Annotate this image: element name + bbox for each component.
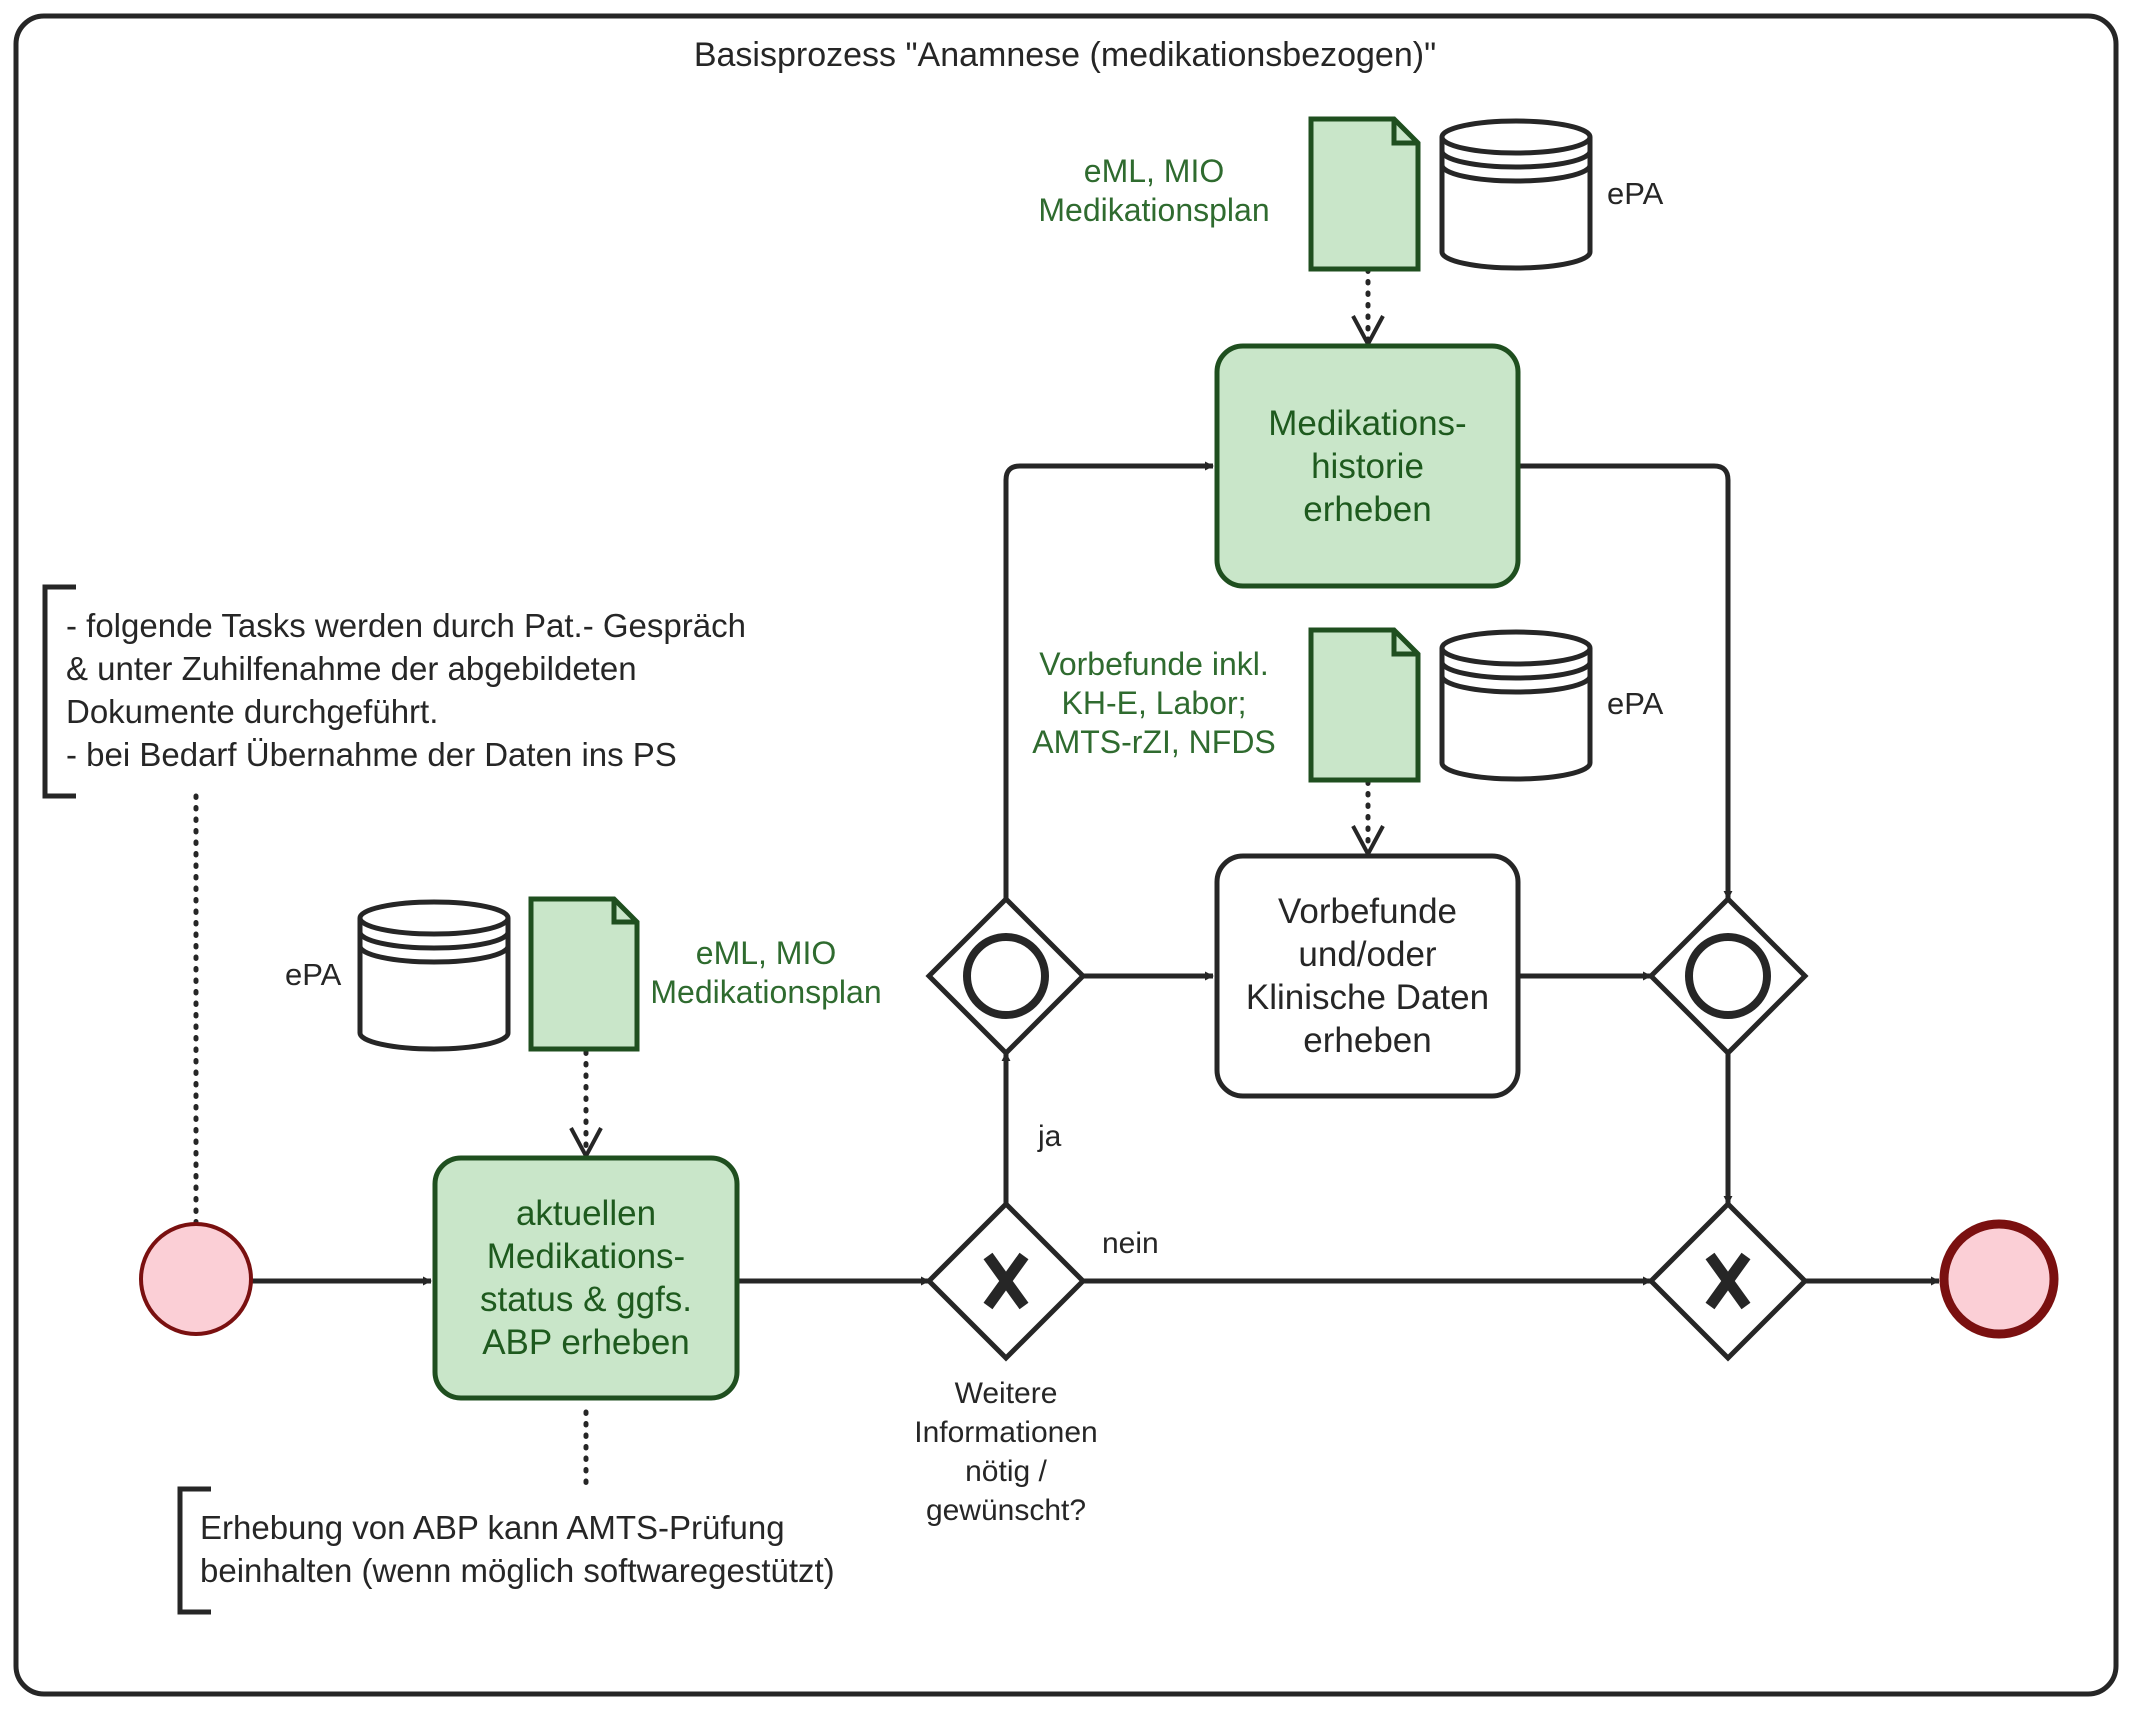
annotation-bracket-abp-note [177, 1486, 211, 1615]
circle-icon [963, 933, 1049, 1019]
data-object-current[interactable] [528, 896, 640, 1052]
x-icon [1705, 1252, 1751, 1310]
task-history-line: Medikations- [1268, 403, 1467, 443]
decision-question-line: Informationen [914, 1416, 1098, 1449]
task-history-line: erheben [1303, 489, 1432, 529]
flow-label-yes: ja [1038, 1120, 1062, 1153]
decision-question-line: gewünscht? [925, 1494, 1087, 1527]
data-store-current[interactable] [357, 899, 511, 1052]
process-note-line: & unter Zuhilfenahme der abgebildeten [66, 650, 637, 687]
annotation-bracket-process-note [42, 584, 76, 799]
x-icon [983, 1252, 1029, 1310]
task-findings-clinical-data[interactable] [1214, 853, 1521, 1099]
data-store-findings[interactable] [1439, 629, 1593, 782]
decision-question-label: Weitere Informationen nötig / gewünscht? [866, 1374, 1146, 1530]
task-current-status-line: ABP erheben [482, 1323, 690, 1362]
associations [193, 267, 1371, 1493]
task-findings-line: Vorbefunde [1277, 892, 1458, 931]
doc-label-line: KH-E, Labor; [1061, 685, 1247, 721]
xor-gateway-decision[interactable] [925, 1200, 1087, 1362]
task-current-status-line: Medikations- [486, 1237, 686, 1276]
xor-gateway-merge[interactable] [1647, 1200, 1809, 1362]
process-note-text: - folgende Tasks werden durch Pat.- Gesp… [66, 604, 746, 776]
data-store-history-label: ePA [1607, 176, 1664, 211]
data-store-findings-label: ePA [1607, 686, 1664, 721]
data-object-findings-label: Vorbefunde inkl. KH-E, Labor; AMTS-rZI, … [1019, 645, 1289, 762]
diagram-title: Basisprozess "Anamnese (medikationsbezog… [693, 36, 1437, 74]
circle-icon [1685, 933, 1771, 1019]
task-current-status-label: aktuellen Medikations- status & ggfs. AB… [435, 1158, 737, 1398]
task-history-label: Medikations- historie erheben [1217, 346, 1518, 586]
sequence-flows [251, 461, 1940, 1286]
doc-label-line: eML, MIO [695, 935, 837, 971]
flow-history-to-join [1518, 463, 1733, 900]
start-event[interactable] [139, 1222, 253, 1336]
data-object-history[interactable] [1308, 116, 1421, 272]
doc-label-line: eML, MIO [1083, 153, 1225, 189]
task-history-line: historie [1311, 446, 1424, 486]
doc-label-line: Vorbefunde inkl. [1039, 646, 1269, 682]
task-current-status-line: status & ggfs. [479, 1280, 693, 1319]
abp-note-text: Erhebung von ABP kann AMTS-Prüfung beinh… [200, 1506, 835, 1592]
data-store-current-label: ePA [285, 957, 342, 992]
data-object-findings[interactable] [1308, 627, 1421, 783]
task-medication-history[interactable] [1214, 343, 1521, 589]
inclusive-gateway-split[interactable] [925, 895, 1087, 1057]
process-note-line: Dokumente durchgeführt. [66, 693, 439, 730]
doc-label-line: Medikationsplan [1038, 192, 1270, 228]
end-event[interactable] [1939, 1219, 2059, 1339]
task-findings-label: Vorbefunde und/oder Klinische Daten erhe… [1217, 856, 1518, 1096]
data-object-history-label: eML, MIO Medikationsplan [1024, 152, 1284, 230]
process-note-line: - folgende Tasks werden durch Pat.- Gesp… [66, 607, 746, 644]
flow-split-to-history [1003, 461, 1214, 899]
task-findings-line: Klinische Daten [1245, 978, 1490, 1017]
abp-note-line: Erhebung von ABP kann AMTS-Prüfung [200, 1509, 785, 1546]
decision-question-line: Weitere [954, 1377, 1058, 1410]
decision-question-line: nötig / [965, 1455, 1047, 1488]
flow-label-no: nein [1102, 1227, 1159, 1260]
process-note-line: - bei Bedarf Übernahme der Daten ins PS [66, 736, 677, 773]
data-store-history[interactable] [1439, 118, 1593, 271]
task-current-status[interactable] [432, 1155, 740, 1401]
doc-label-line: AMTS-rZI, NFDS [1032, 724, 1276, 760]
abp-note-line: beinhalten (wenn möglich softwaregestütz… [200, 1552, 835, 1589]
doc-label-line: Medikationsplan [650, 974, 882, 1010]
task-current-status-line: aktuellen [515, 1194, 657, 1233]
data-object-current-label: eML, MIO Medikationsplan [636, 934, 896, 1012]
task-findings-line: und/oder [1298, 935, 1437, 974]
task-findings-line: erheben [1303, 1021, 1432, 1060]
inclusive-gateway-join[interactable] [1647, 895, 1809, 1057]
